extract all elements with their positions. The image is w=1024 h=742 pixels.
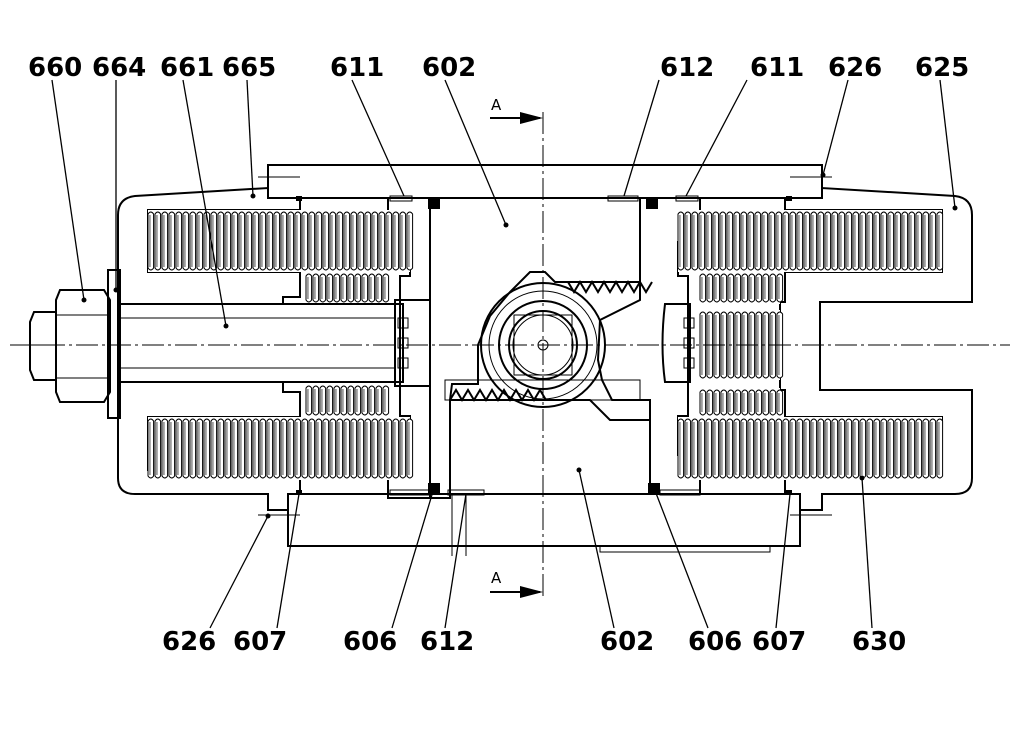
upper-rack-teeth <box>567 280 653 294</box>
washer <box>107 269 121 419</box>
label-606-left: 606 <box>343 627 397 657</box>
label-607-right: 607 <box>752 627 806 657</box>
center-lines <box>10 112 1010 598</box>
label-660: 660 <box>28 53 82 83</box>
label-626-top: 626 <box>828 53 882 83</box>
label-626-bottom: 626 <box>162 627 216 657</box>
label-612-top: 612 <box>660 53 714 83</box>
label-602-top: 602 <box>422 53 476 83</box>
label-606-right: 606 <box>688 627 742 657</box>
label-612-bottom: 612 <box>420 627 474 657</box>
spring-left-inner-bottom <box>305 384 390 417</box>
label-661: 661 <box>160 53 214 83</box>
section-label-bottom: A <box>491 569 502 587</box>
section-marker-bottom: A <box>490 569 543 598</box>
springs <box>147 210 944 480</box>
section-marker-top: A <box>490 96 543 124</box>
label-611-right: 611 <box>750 53 804 83</box>
label-664: 664 <box>92 53 146 83</box>
lower-rack-teeth <box>449 388 547 402</box>
spring-right-outer-top <box>677 210 944 272</box>
bottom-port <box>451 494 771 556</box>
label-630: 630 <box>852 627 906 657</box>
spring-left-outer-bottom <box>147 417 414 480</box>
spring-right-inner-bottom <box>699 388 784 417</box>
lock-nut <box>29 289 111 403</box>
spring-left-outer-top <box>147 210 414 272</box>
callout-labels: 660 664 661 665 611 602 612 611 626 625 … <box>28 53 969 657</box>
label-602-bottom: 602 <box>600 627 654 657</box>
left-end-cap <box>117 186 301 511</box>
label-607-left: 607 <box>233 627 287 657</box>
label-665: 665 <box>222 53 276 83</box>
label-625: 625 <box>915 53 969 83</box>
stop-bolt <box>119 299 431 387</box>
spring-left-inner-top <box>305 272 390 304</box>
right-stop-cap <box>661 303 695 383</box>
spring-right-inner-top <box>699 272 784 304</box>
label-611-left: 611 <box>330 53 384 83</box>
spring-right-outer-bottom <box>677 417 944 480</box>
leader-lines <box>51 79 958 629</box>
section-label-top: A <box>491 96 502 114</box>
